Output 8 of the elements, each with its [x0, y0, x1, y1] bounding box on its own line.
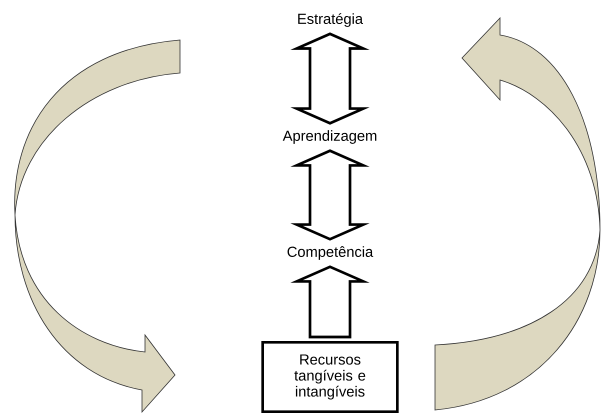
resource-box: Recursos tangíveis e intangíveis	[261, 341, 399, 413]
block-arrow	[290, 265, 370, 338]
node-label: Aprendizagem	[282, 130, 376, 144]
node-label: Estratégia	[298, 13, 364, 27]
curved-arrow	[14, 40, 180, 412]
curved-arrow	[434, 18, 600, 410]
block-arrow	[290, 149, 370, 241]
node-label: Competência	[288, 246, 374, 260]
